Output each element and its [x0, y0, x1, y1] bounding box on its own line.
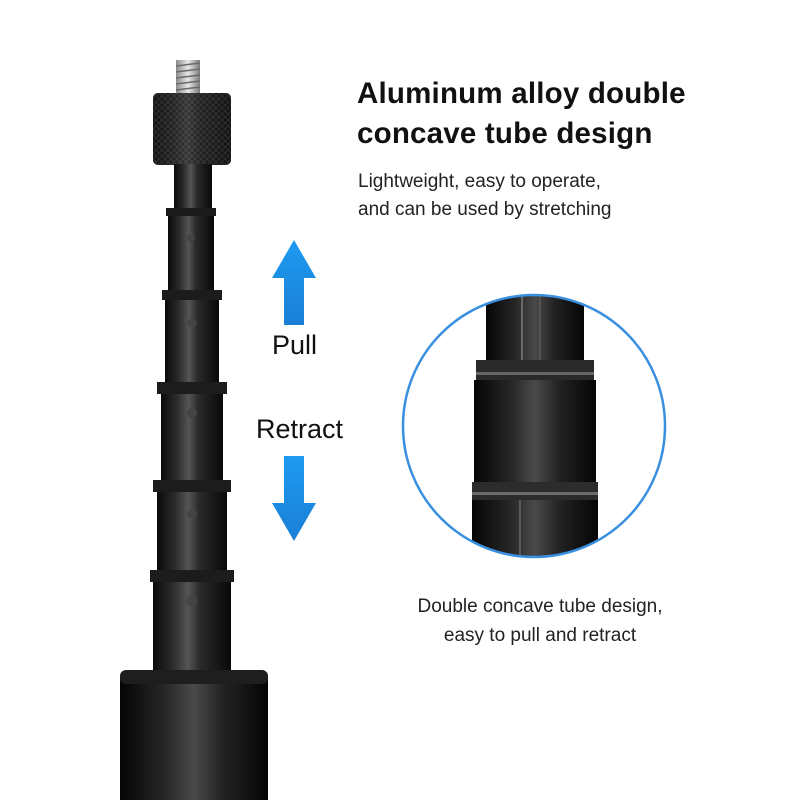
caption-line-1: Double concave tube design,	[417, 596, 663, 617]
pole-segment-4	[157, 382, 227, 488]
pole-segment-1	[174, 164, 212, 214]
subtext: Lightweight, easy to operate, and can be…	[358, 168, 758, 224]
pole-segment-2	[166, 208, 216, 300]
headline-line-1: Aluminum alloy double	[357, 77, 686, 110]
detail-caption: Double concave tube design, easy to pull…	[340, 592, 740, 650]
subtext-line-2: and can be used by stretching	[358, 199, 612, 220]
retract-label: Retract	[256, 414, 344, 444]
caption-line-2: easy to pull and retract	[443, 625, 637, 646]
detail-zoom-circle	[401, 293, 667, 559]
knurled-knob-icon	[153, 93, 231, 165]
pull-arrow-icon	[272, 240, 316, 325]
pole-base	[120, 670, 268, 800]
pull-label: Pull	[272, 330, 318, 360]
headline-line-2: concave tube design	[357, 117, 653, 150]
pole-segment-6	[150, 570, 234, 682]
retract-arrow-icon	[272, 456, 316, 541]
mounting-screw-icon	[175, 60, 201, 94]
subtext-line-1: Lightweight, easy to operate,	[358, 171, 601, 192]
headline: Aluminum alloy double concave tube desig…	[357, 74, 757, 154]
telescoping-pole	[120, 60, 268, 800]
pole-segment-3	[162, 290, 222, 390]
pole-segment-5	[153, 480, 231, 578]
